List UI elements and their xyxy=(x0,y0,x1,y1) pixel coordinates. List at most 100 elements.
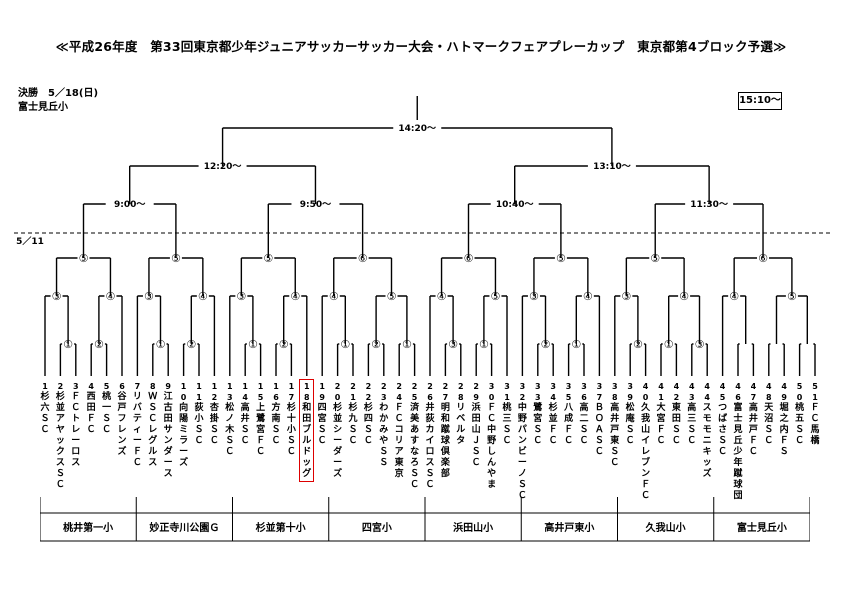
round32-number: ④ xyxy=(679,290,689,303)
team-name: 桃三ＳＣ xyxy=(502,403,512,446)
team-name: 久我山イレブンＦＣ xyxy=(641,403,651,501)
team-name: 高井ＳＣ xyxy=(240,403,250,446)
team-number: 33 xyxy=(535,382,541,402)
team-name: 松庵ＳＣ xyxy=(625,403,635,446)
team-number: 22 xyxy=(365,382,372,402)
team-number: 37 xyxy=(596,382,603,402)
team-number: 16 xyxy=(273,382,279,402)
venue-name: 浜田山小 xyxy=(453,523,494,534)
round16-number: ⑥ xyxy=(758,252,768,265)
team-number: 31 xyxy=(504,382,510,402)
round32-number: ④ xyxy=(106,290,116,303)
team-name: 富士見丘少年蹴球団 xyxy=(733,403,743,501)
first-round-number: ② xyxy=(371,338,381,351)
first-round-number: ② xyxy=(541,338,551,351)
team-number: 3 xyxy=(73,382,79,391)
first-round-number: ① xyxy=(156,338,166,351)
round32-number: ③ xyxy=(52,290,62,303)
team-number: 10 xyxy=(180,382,187,402)
first-round-number: ① xyxy=(340,338,350,351)
team-number: 39 xyxy=(627,382,633,402)
team-name: 井荻カイロスＳＣ xyxy=(425,403,435,490)
team-number: 24 xyxy=(396,382,402,402)
team-name: ＦＣ中野しんやま xyxy=(487,403,497,490)
first-round-number: ③ xyxy=(448,338,458,351)
team-number: 27 xyxy=(442,382,449,402)
round32-number: ④ xyxy=(198,290,208,303)
final-venue-label: 富士見丘小 xyxy=(18,102,68,113)
team-name: 谷戸フレンズ xyxy=(117,392,127,457)
round32-number: ⑤ xyxy=(787,290,797,303)
team-number: 38 xyxy=(612,382,618,402)
quarterfinal-time: 11:30〜 xyxy=(690,200,728,210)
team-name: わかみやＳＳ xyxy=(379,403,389,468)
date-divider-label: 5／11 xyxy=(16,236,44,247)
team-name: 中野パンビーノＳＣ xyxy=(517,403,527,501)
team-number: 5 xyxy=(103,382,110,391)
venue-name: 久我山小 xyxy=(645,523,686,534)
team-name: ＦＣトレーロス xyxy=(71,392,81,468)
final-time: 14:20〜 xyxy=(398,124,436,134)
round32-number: ⑤ xyxy=(491,290,501,303)
team-name: 向陽ミラーズ xyxy=(179,403,189,468)
team-name: リバティーＦＣ xyxy=(132,392,142,468)
quarterfinal-time: 9:00〜 xyxy=(114,200,145,210)
round32-number: ④ xyxy=(329,290,339,303)
team-name: 杉四ＳＣ xyxy=(363,403,373,446)
first-round-number: ① xyxy=(248,338,258,351)
team-name: 四宮ＳＣ xyxy=(317,403,327,446)
venue-table-grid xyxy=(40,497,810,542)
team-name: 松ノ木ＳＣ xyxy=(225,403,235,457)
round32-number: ④ xyxy=(729,290,739,303)
team-name: 八成ＦＣ xyxy=(564,403,574,446)
team-number: 26 xyxy=(427,382,433,402)
team-name: 杉並ＦＣ xyxy=(548,403,558,446)
team-number: 15 xyxy=(257,382,264,402)
team-name: 高二ＳＣ xyxy=(579,403,589,446)
team-number: 41 xyxy=(658,382,664,402)
team-number: 20 xyxy=(334,382,341,402)
round32-number: ④ xyxy=(290,290,300,303)
team-name: 天沼ＳＣ xyxy=(764,403,774,446)
team-number: 30 xyxy=(488,382,495,402)
first-round-number: ① xyxy=(402,338,412,351)
team-name: 明和蹴球倶楽部 xyxy=(440,403,450,479)
team-number: 28 xyxy=(458,382,464,402)
team-name: 高井戸東ＳＣ xyxy=(610,403,620,468)
round16-number: ⑥ xyxy=(464,252,474,265)
team-number: 21 xyxy=(350,382,356,402)
team-number: 9 xyxy=(165,382,171,391)
team-name: 上鷺宮ＦＣ xyxy=(256,403,266,457)
team-name: 浜田山ＪＳＣ xyxy=(471,403,481,468)
team-name: 杉六ＳＣ xyxy=(40,392,50,435)
round16-number: ⑤ xyxy=(650,252,660,265)
round16-number: ⑤ xyxy=(263,252,273,265)
quarterfinal-time: 10:40〜 xyxy=(496,200,534,210)
first-round-number: ② xyxy=(186,338,196,351)
team-name: 荻小ＳＣ xyxy=(194,403,204,446)
round32-number: ③ xyxy=(236,290,246,303)
team-number: 4 xyxy=(88,382,94,391)
